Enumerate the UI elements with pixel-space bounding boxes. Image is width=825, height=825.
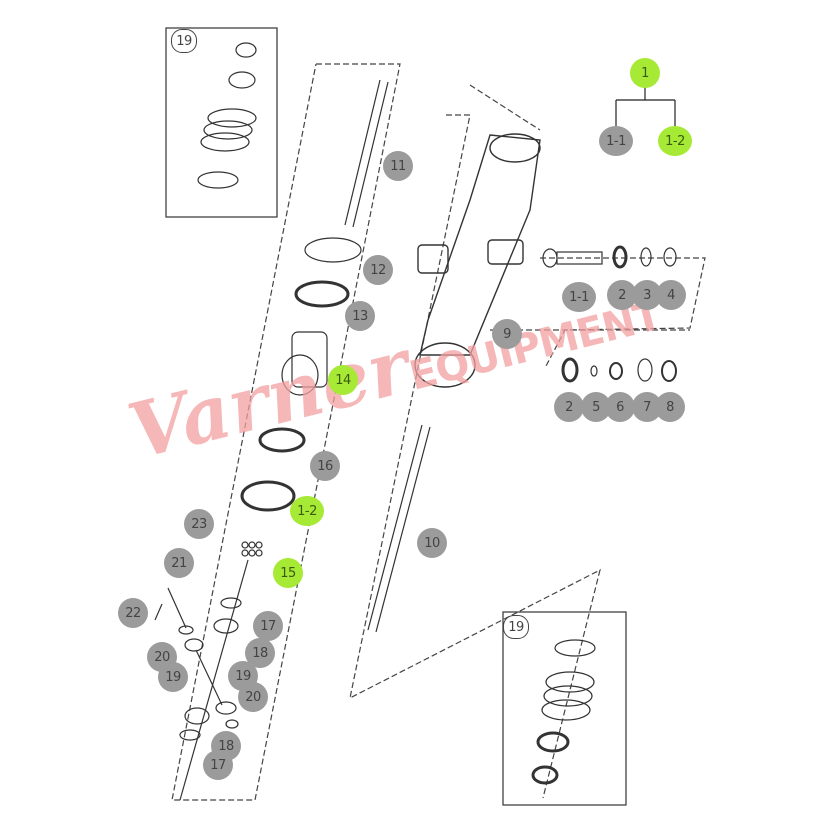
callout-10: 10 xyxy=(417,528,447,558)
housing-9 xyxy=(414,133,541,388)
callout-12: 12 xyxy=(363,255,393,285)
assembly-outlines xyxy=(171,63,706,801)
springs-15 xyxy=(241,541,263,557)
bearing-16 xyxy=(258,427,306,453)
callout-11: 11 xyxy=(383,151,413,181)
legend-root-1: 1 xyxy=(630,58,660,88)
callout-4: 4 xyxy=(656,280,686,310)
callout-6: 6 xyxy=(605,392,635,422)
callout-23: 23 xyxy=(184,509,214,539)
shaft-11 xyxy=(344,79,389,228)
callout-1-2: 1-2 xyxy=(290,496,324,526)
bearing-13 xyxy=(294,280,350,308)
callout-19: 19 xyxy=(158,662,188,692)
lower-seal-row xyxy=(561,357,677,383)
callout-9: 9 xyxy=(492,319,522,349)
seal-kit-parts-bottom xyxy=(531,639,596,785)
coupler-14 xyxy=(281,331,328,396)
legend-child-1-2: 1-2 xyxy=(658,126,692,156)
callout-21: 21 xyxy=(164,548,194,578)
callout-8: 8 xyxy=(655,392,685,422)
callout-20: 20 xyxy=(238,682,268,712)
callout-13: 13 xyxy=(345,301,375,331)
callout-19-top-box: 19 xyxy=(171,29,197,53)
callout-17: 17 xyxy=(203,750,233,780)
seal-kit-box-top xyxy=(165,27,278,218)
callout-2: 2 xyxy=(554,392,584,422)
callout-15: 15 xyxy=(273,558,303,588)
callout-19-bottom-box: 19 xyxy=(503,615,529,639)
legend-tree-lines xyxy=(615,85,676,130)
callout-1-1: 1-1 xyxy=(562,282,596,312)
callout-16: 16 xyxy=(310,451,340,481)
snap-ring-12 xyxy=(304,237,362,263)
seal-kit-box-bottom xyxy=(502,611,627,806)
callout-17: 17 xyxy=(253,611,283,641)
piston-1-2 xyxy=(240,480,296,512)
seal-kit-parts-top xyxy=(197,42,257,189)
callout-22: 22 xyxy=(118,598,148,628)
pinion-1-1 xyxy=(542,248,603,268)
shaft-10 xyxy=(367,424,431,633)
upper-seal-row xyxy=(612,245,677,269)
legend-child-1-1: 1-1 xyxy=(599,126,633,156)
valve-parts xyxy=(154,559,249,801)
callout-14: 14 xyxy=(328,365,358,395)
